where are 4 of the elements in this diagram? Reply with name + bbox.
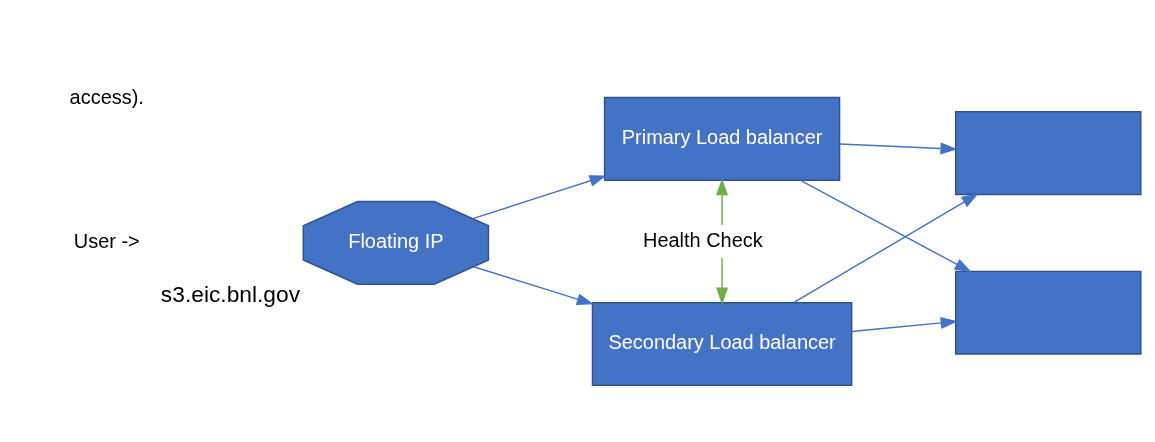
node-label: s3.eic.bnl.gov	[160, 280, 301, 307]
edge-label: Health Check	[643, 228, 763, 251]
label: User ->	[73, 229, 140, 252]
label: access).	[69, 85, 144, 108]
